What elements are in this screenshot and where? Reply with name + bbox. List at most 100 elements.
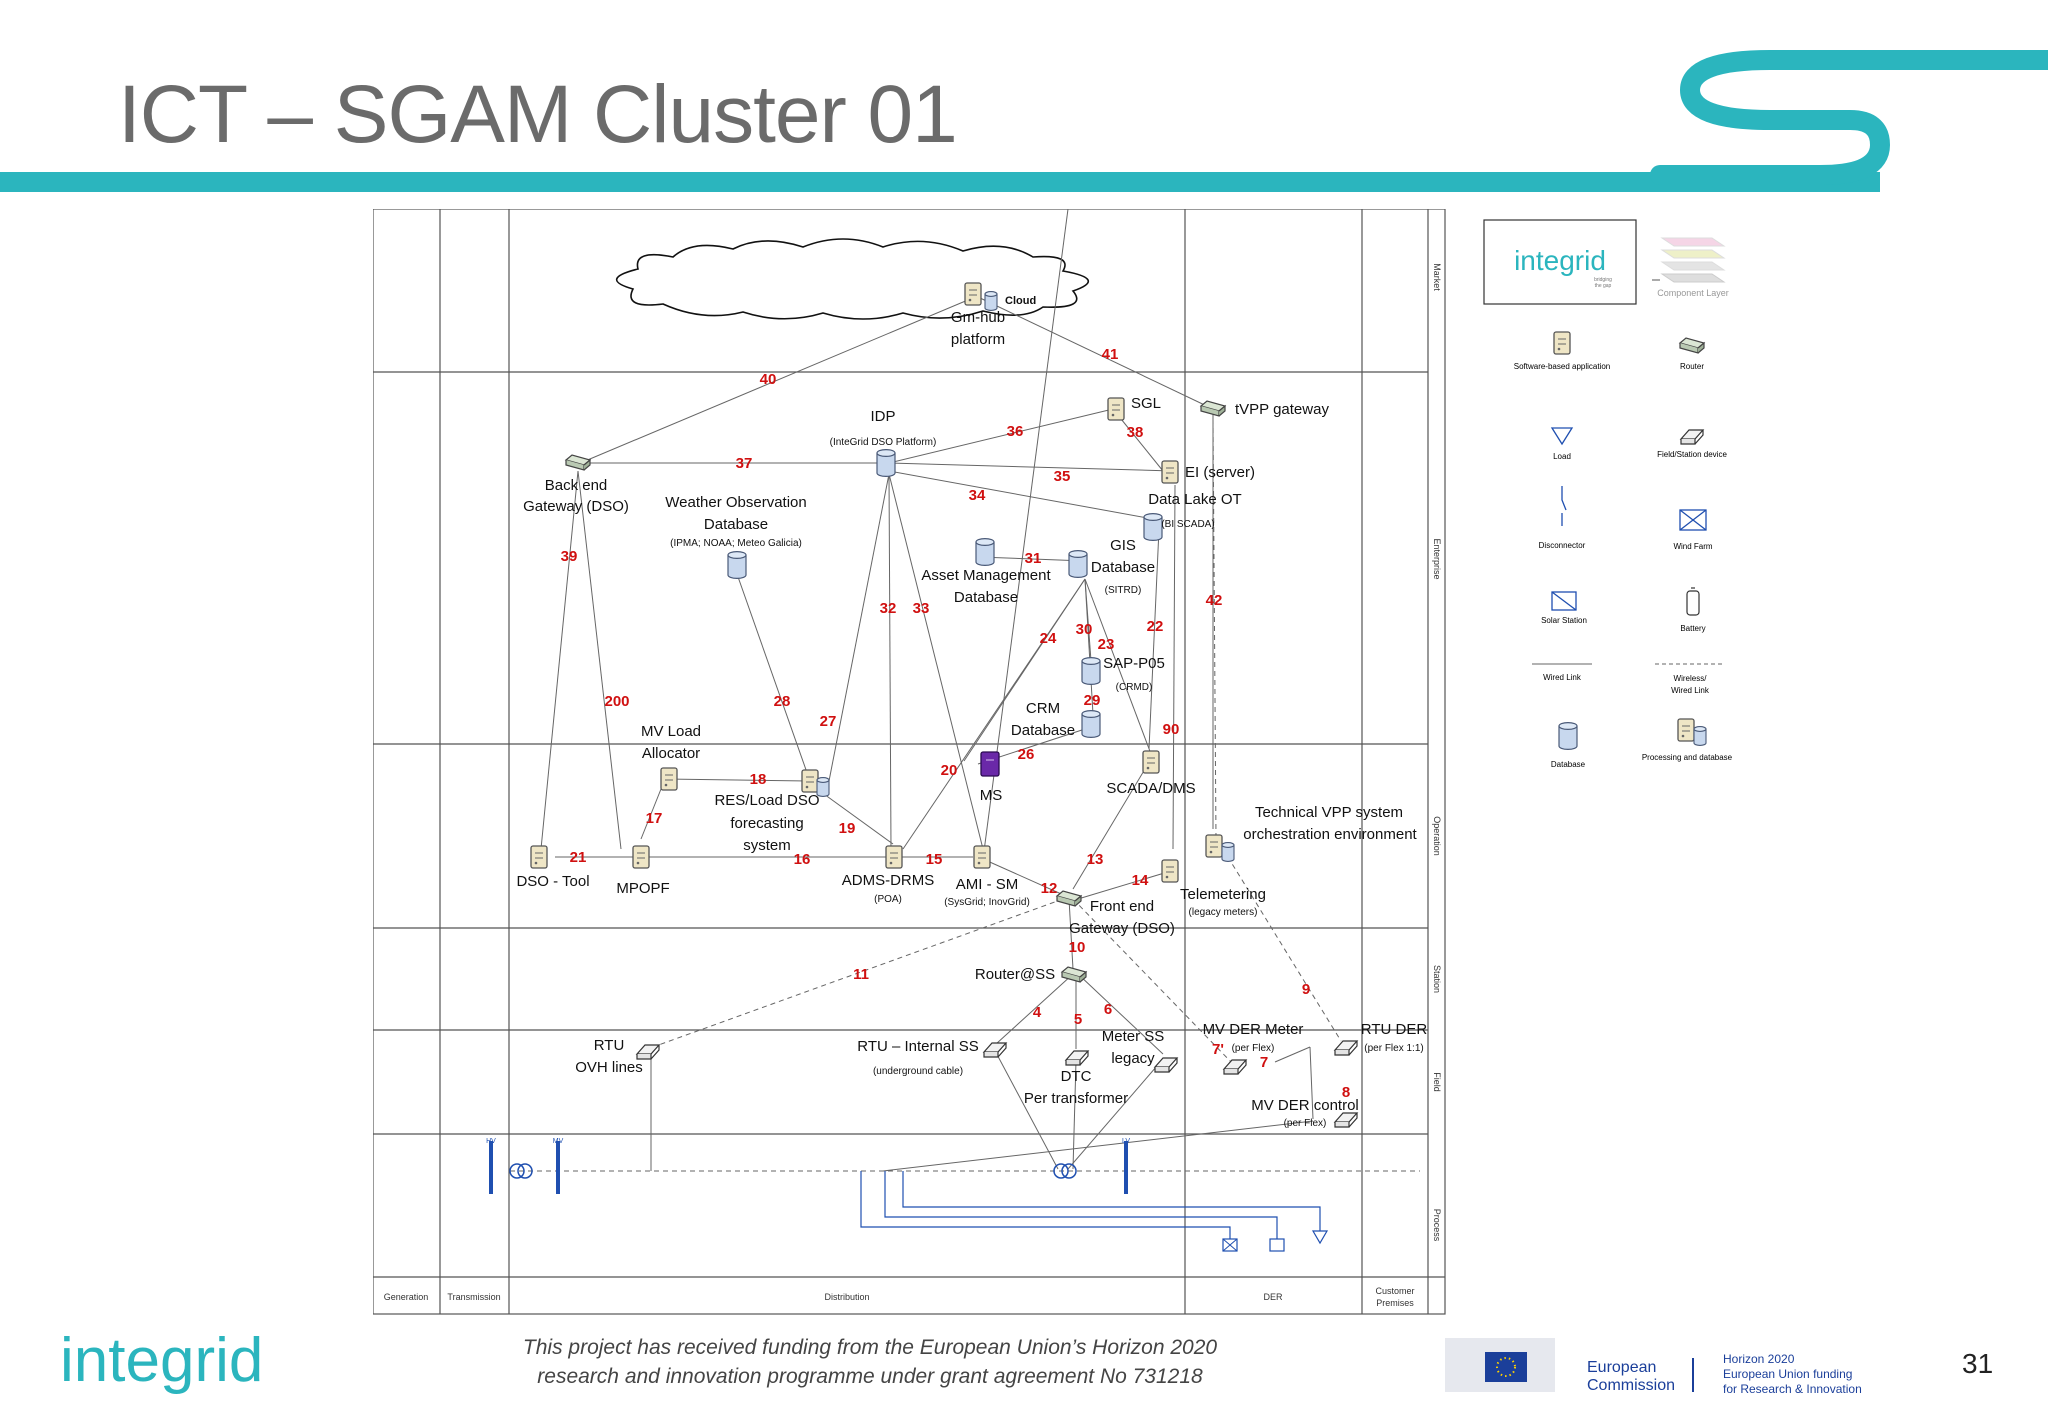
link-26: 26 [1018, 746, 1035, 763]
amism-app-icon [973, 845, 991, 869]
link-35: 35 [1054, 468, 1071, 485]
label-dsotool: DSO - Tool [516, 873, 589, 890]
link-9: 9 [1302, 981, 1310, 998]
cloud-shape [615, 238, 1089, 320]
wired-links [540, 209, 1314, 1172]
link-14: 14 [1132, 872, 1149, 889]
link-19: 19 [839, 820, 856, 837]
scada-app-icon [1142, 750, 1160, 774]
link-34: 34 [969, 487, 986, 504]
label-backend-1: Back end [545, 477, 608, 494]
label-frontend-2: Gateway (DSO) [1069, 920, 1175, 937]
link-6: 6 [1104, 1001, 1112, 1018]
resload-app-icon [801, 769, 819, 793]
gis-db-icon [1068, 549, 1088, 579]
label-ms: MS [980, 787, 1003, 804]
eu-commission-logo: European Commission Horizon 2020 Europea… [1445, 1338, 1862, 1396]
legend-windfarm-icon [1679, 509, 1707, 531]
link-33: 33 [913, 600, 930, 617]
page-number: 31 [1962, 1348, 1994, 1379]
link-8: 8 [1342, 1084, 1350, 1101]
label-mvdercontrol: MV DER control [1251, 1097, 1359, 1114]
eu-commission-1: European [1587, 1359, 1656, 1376]
domain-distribution: Distribution [824, 1292, 869, 1302]
legend-battery: Battery [1680, 624, 1705, 633]
link-12: 12 [1041, 880, 1058, 897]
integrid-footer-logo: integrid [60, 1326, 263, 1395]
idp-db-icon [876, 449, 896, 477]
link-23: 23 [1098, 636, 1115, 653]
label-datalake-sub: (BI SCADA) [1161, 519, 1214, 530]
link-28: 28 [774, 693, 791, 710]
link-30: 30 [1076, 621, 1093, 638]
legend-logo-sub-2: the gap [1595, 283, 1612, 289]
link-11: 11 [853, 966, 869, 983]
link-18: 18 [750, 771, 767, 788]
label-sap: SAP-P05 [1103, 655, 1165, 672]
component-layer-icon [1652, 237, 1726, 283]
label-tvps-2: orchestration environment [1243, 826, 1417, 843]
label-scada: SCADA/DMS [1106, 780, 1195, 797]
label-gis-2: Database [1091, 559, 1155, 576]
link-42: 42 [1206, 592, 1223, 609]
label-mvload-2: Allocator [642, 745, 700, 762]
label-telemetering-sub: (legacy meters) [1189, 907, 1258, 918]
label-rtuder-sub: (per Flex 1:1) [1364, 1043, 1423, 1054]
label-asset-2: Database [954, 589, 1018, 606]
link-41: 41 [1102, 346, 1119, 363]
legend-solar-icon [1551, 591, 1577, 611]
label-mvdermeter-sub: (per Flex) [1232, 1043, 1275, 1054]
label-rtuovh-2: OVH lines [575, 1059, 643, 1076]
legend-router-icon [1679, 337, 1705, 354]
label-resload-2: forecasting [730, 815, 803, 832]
label-hv: HV [486, 1138, 496, 1145]
funding-line-1: This project has received funding from t… [522, 1336, 1218, 1359]
legend-processing-app-icon [1677, 718, 1695, 742]
label-sgl: SGL [1131, 395, 1161, 412]
legend-wired-link: Wired Link [1543, 673, 1582, 682]
label-lv: LV [1122, 1138, 1130, 1145]
gmhub-db-icon [984, 291, 998, 311]
sgam-diagram: Market Enterprise Operation Station Fiel… [373, 209, 1446, 1315]
funding-statement: This project has received funding from t… [470, 1333, 1270, 1391]
legend-field-device: Field/Station device [1657, 450, 1727, 459]
dtc-field-icon [1065, 1050, 1089, 1066]
mvdercontrol-field-icon [1334, 1112, 1358, 1128]
zone-operation: Operation [1432, 816, 1442, 856]
legend-processing-db-icon [1693, 726, 1707, 746]
legend-logo-box [1483, 219, 1637, 305]
label-adms: ADMS-DRMS [842, 872, 935, 889]
label-cloud: Cloud [1005, 295, 1036, 307]
legend-database-icon [1558, 721, 1578, 751]
label-ei: EI (server) [1185, 464, 1255, 481]
brand-swoosh [1650, 50, 2048, 185]
sgl-app-icon [1107, 397, 1125, 421]
zone-station: Station [1432, 965, 1442, 993]
label-tvpp: tVPP gateway [1235, 401, 1329, 418]
zone-process: Process [1432, 1209, 1442, 1242]
legend-wireless-1: Wireless/ [1674, 674, 1708, 683]
link-16: 16 [794, 851, 811, 868]
label-datalake: Data Lake OT [1148, 491, 1241, 508]
label-dtc-1: DTC [1061, 1068, 1092, 1085]
label-telemetering: Telemetering [1180, 886, 1266, 903]
label-mv: MV [553, 1138, 564, 1145]
label-tvps-1: Technical VPP system [1255, 804, 1403, 821]
funding-line-2: research and innovation programme under … [537, 1365, 1203, 1388]
zone-enterprise: Enterprise [1432, 538, 1442, 579]
legend-software-app: Software-based application [1514, 362, 1611, 371]
link-29: 29 [1084, 692, 1101, 709]
label-rtuder: RTU DER [1361, 1021, 1428, 1038]
wireless-links [510, 418, 1420, 1172]
label-resload-3: system [743, 837, 791, 854]
domain-transmission: Transmission [447, 1292, 500, 1302]
link-22: 22 [1147, 618, 1164, 635]
link-15: 15 [926, 851, 943, 868]
backend-router-icon [565, 454, 591, 471]
legend-field-icon [1680, 429, 1704, 445]
slide-title: ICT – SGAM Cluster 01 [118, 69, 958, 160]
label-dtc-2: Per transformer [1024, 1090, 1128, 1107]
datalake-db-icon [1143, 512, 1163, 542]
link-200: 200 [604, 693, 629, 710]
tvps-app-icon [1205, 834, 1223, 858]
